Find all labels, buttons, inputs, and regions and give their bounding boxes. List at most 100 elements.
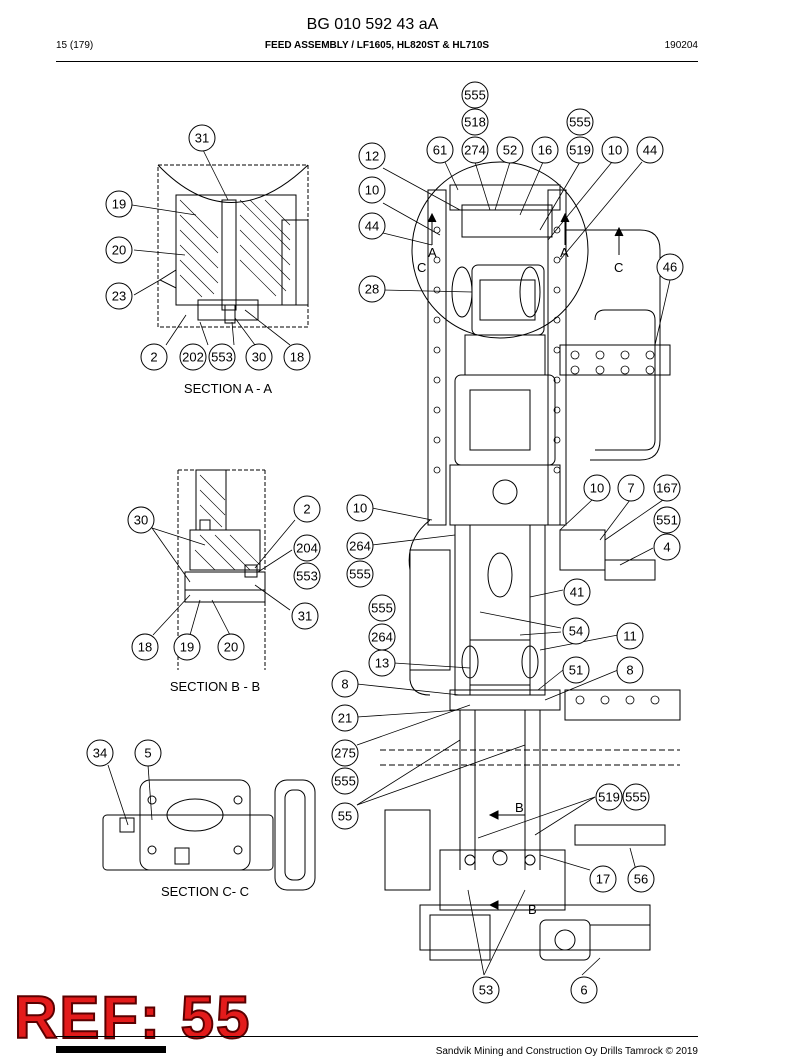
callout-balloon bbox=[368, 649, 396, 677]
section-a-drawing bbox=[157, 164, 309, 328]
callout-number: 54 bbox=[569, 624, 583, 639]
callout-number: 555 bbox=[334, 774, 356, 789]
callout-balloon bbox=[656, 253, 684, 281]
callout-balloon bbox=[293, 495, 321, 523]
callout-balloon bbox=[346, 494, 374, 522]
callout-number: 519 bbox=[569, 143, 591, 158]
section-c-drawing bbox=[102, 779, 316, 891]
callout-balloon bbox=[627, 865, 655, 893]
callout-number: 274 bbox=[464, 143, 486, 158]
callout-number: 56 bbox=[634, 872, 648, 887]
callout-balloon bbox=[368, 594, 396, 622]
callout-balloon bbox=[426, 136, 454, 164]
callout-balloon bbox=[566, 136, 594, 164]
callout-section-a-23: 23 bbox=[105, 282, 133, 310]
callout-number: 555 bbox=[569, 115, 591, 130]
callout-main-264: 264 bbox=[346, 532, 374, 560]
view-letter-b-upper: B bbox=[515, 800, 524, 815]
view-letter-a-left: A bbox=[428, 245, 437, 260]
callout-section-c-5: 5 bbox=[134, 739, 162, 767]
callout-balloon bbox=[346, 560, 374, 588]
callout-section-a-18: 18 bbox=[283, 343, 311, 371]
callout-balloon bbox=[601, 136, 629, 164]
callout-balloon bbox=[583, 474, 611, 502]
callout-main-16: 16 bbox=[531, 136, 559, 164]
callout-number: 6 bbox=[580, 983, 587, 998]
callout-main-10: 10 bbox=[601, 136, 629, 164]
footer-rule bbox=[56, 1036, 698, 1037]
callout-main-518: 518 bbox=[461, 108, 489, 136]
callout-balloon bbox=[188, 124, 216, 152]
callout-balloon bbox=[331, 670, 359, 698]
callout-balloon bbox=[461, 108, 489, 136]
callout-balloon bbox=[472, 976, 500, 1004]
callout-main-555: 555 bbox=[622, 783, 650, 811]
callout-section-a-202: 202 bbox=[179, 343, 207, 371]
callout-section-b-19: 19 bbox=[173, 633, 201, 661]
callout-main-10: 10 bbox=[358, 176, 386, 204]
section-c-label: SECTION C- C bbox=[161, 884, 249, 899]
callout-balloon bbox=[208, 343, 236, 371]
callout-number: 555 bbox=[371, 601, 393, 616]
callout-section-a-31: 31 bbox=[188, 124, 216, 152]
callout-section-a-20: 20 bbox=[105, 236, 133, 264]
callout-section-b-18: 18 bbox=[131, 633, 159, 661]
callout-number: 10 bbox=[608, 143, 622, 158]
callout-main-519: 519 bbox=[595, 783, 623, 811]
callout-balloon bbox=[461, 136, 489, 164]
callout-balloon bbox=[86, 739, 114, 767]
callout-main-551: 551 bbox=[653, 506, 681, 534]
callout-balloon bbox=[358, 142, 386, 170]
callout-number: 10 bbox=[590, 481, 604, 496]
callout-number: 555 bbox=[625, 790, 647, 805]
callout-number: 20 bbox=[224, 640, 238, 655]
callout-section-c-34: 34 bbox=[86, 739, 114, 767]
callout-section-b-204: 204 bbox=[293, 534, 321, 562]
callout-balloon bbox=[173, 633, 201, 661]
callout-number: 18 bbox=[290, 350, 304, 365]
callout-number: 19 bbox=[112, 197, 126, 212]
callout-number: 34 bbox=[93, 746, 107, 761]
callout-number: 10 bbox=[365, 183, 379, 198]
callout-number: 7 bbox=[627, 481, 634, 496]
callout-number: 10 bbox=[353, 501, 367, 516]
callout-number: 264 bbox=[371, 630, 393, 645]
callout-number: 518 bbox=[464, 115, 486, 130]
callout-number: 52 bbox=[503, 143, 517, 158]
callout-balloon bbox=[105, 282, 133, 310]
callout-main-12: 12 bbox=[358, 142, 386, 170]
callout-section-b-30: 30 bbox=[127, 506, 155, 534]
callout-balloon bbox=[105, 190, 133, 218]
callout-number: 5 bbox=[144, 746, 151, 761]
callout-balloon bbox=[283, 343, 311, 371]
callout-balloon bbox=[562, 656, 590, 684]
callout-number: 23 bbox=[112, 289, 126, 304]
callout-main-8: 8 bbox=[616, 656, 644, 684]
callout-balloon bbox=[331, 802, 359, 830]
callout-main-28: 28 bbox=[358, 275, 386, 303]
callout-main-13: 13 bbox=[368, 649, 396, 677]
reference-stamp: REF: 55 bbox=[13, 984, 252, 1051]
callout-balloon bbox=[461, 81, 489, 109]
callout-balloon bbox=[217, 633, 245, 661]
callout-number: 553 bbox=[296, 569, 318, 584]
callout-number: 275 bbox=[334, 746, 356, 761]
callout-number: 19 bbox=[180, 640, 194, 655]
callout-balloon bbox=[291, 602, 319, 630]
callout-number: 41 bbox=[570, 585, 584, 600]
callout-number: 13 bbox=[375, 656, 389, 671]
callout-main-55: 55 bbox=[331, 802, 359, 830]
callout-balloon bbox=[127, 506, 155, 534]
callout-number: 519 bbox=[598, 790, 620, 805]
callout-balloon bbox=[346, 532, 374, 560]
callout-main-555: 555 bbox=[566, 108, 594, 136]
callout-main-167: 167 bbox=[653, 474, 681, 502]
callout-number: 44 bbox=[643, 143, 657, 158]
company-logo bbox=[56, 1046, 166, 1053]
date-code: 190204 bbox=[664, 40, 698, 51]
page-title: FEED ASSEMBLY / LF1605, HL820ST & HL710S bbox=[264, 40, 490, 51]
callout-number: 20 bbox=[112, 243, 126, 258]
callout-section-b-553: 553 bbox=[293, 562, 321, 590]
callout-balloon bbox=[331, 704, 359, 732]
callout-balloon bbox=[653, 533, 681, 561]
